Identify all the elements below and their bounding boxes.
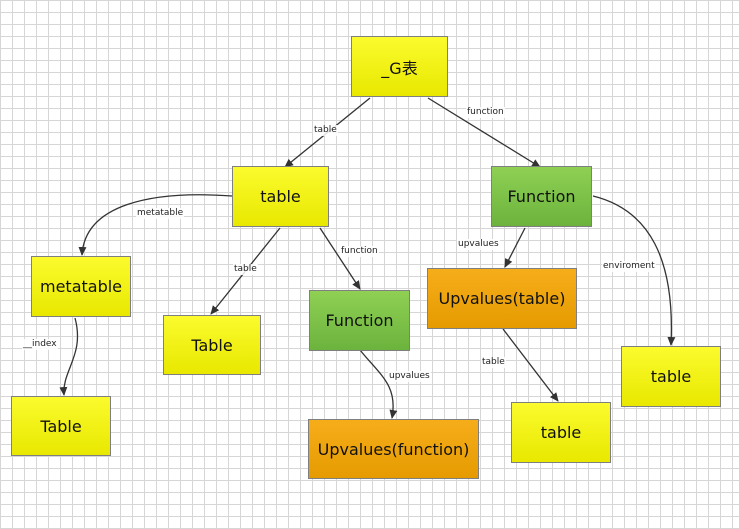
edge-label-table-function: function [340,246,379,257]
edge-label-g-function: function [466,107,505,118]
edge-label-metatable: metatable [136,208,185,219]
node-table-2[interactable]: Table [163,315,261,375]
node-table-index[interactable]: Table [11,396,111,456]
edge-table-metatable [78,194,233,256]
edge-function2-upvalues [359,349,398,419]
node-function-2[interactable]: Function [309,290,410,351]
node-function[interactable]: Function [491,166,592,227]
node-upvalues-table[interactable]: Upvalues(table) [427,268,577,329]
node-table-enviroment[interactable]: table [621,346,721,407]
edge-label-function2-upvalues: upvalues [388,371,431,382]
node-g-table[interactable]: _G表 [351,36,448,97]
node-table[interactable]: table [232,166,329,227]
edge-metatable-table [59,317,79,396]
edge-label-upvalues-table: table [481,357,506,368]
edge-table-function [319,227,361,290]
node-table-upvalue[interactable]: table [511,402,611,463]
edge-upvalues-table [502,328,559,402]
node-metatable[interactable]: metatable [31,256,131,317]
edge-function-upvalues [504,227,526,268]
edge-label-enviroment: enviroment [602,261,656,272]
edge-label-g-table: table [313,125,338,136]
edge-function-env [592,195,676,346]
edge-g-function [427,97,541,168]
edge-label-index: __index [22,339,58,350]
edge-label-table-table: table [233,264,258,275]
edge-label-upvalues: upvalues [457,239,500,250]
node-upvalues-function[interactable]: Upvalues(function) [308,419,479,479]
